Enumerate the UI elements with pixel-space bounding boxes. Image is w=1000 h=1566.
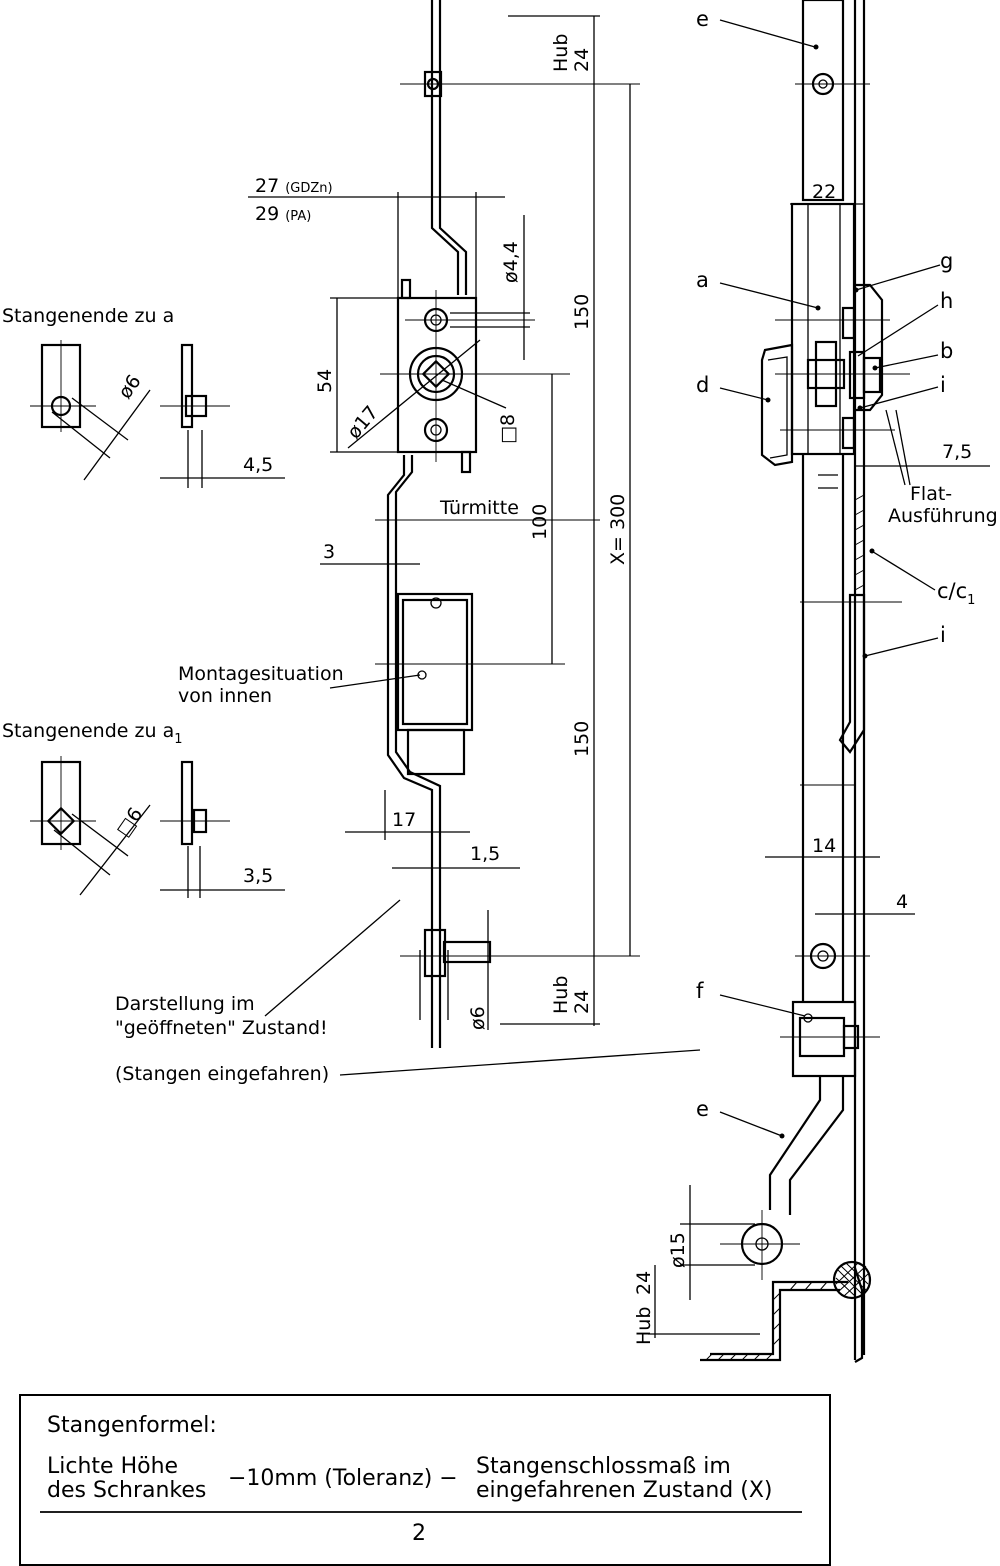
- formula-denominator: 2: [412, 1521, 426, 1546]
- mounting-box: [396, 592, 474, 732]
- svg-text:Hub: Hub: [633, 1307, 655, 1345]
- svg-text:ø4,4: ø4,4: [500, 241, 522, 283]
- svg-text:100: 100: [529, 504, 551, 540]
- formula-term1-line1: Lichte Höhe: [47, 1454, 178, 1479]
- mounting-label-2: von innen: [178, 685, 272, 707]
- rod-end-a-label: Stangenende zu a: [2, 305, 174, 327]
- formula-title: Stangenformel:: [47, 1413, 217, 1438]
- lock-body: [396, 296, 478, 454]
- formula-term1-line2: des Schrankes: [47, 1478, 206, 1503]
- svg-text:ø15: ø15: [667, 1232, 689, 1268]
- svg-text:24: 24: [571, 990, 593, 1014]
- wall-hatch: [854, 494, 865, 591]
- dim-3-5: 3,5: [243, 865, 273, 887]
- svg-text:h: h: [940, 289, 953, 313]
- svg-text:ø6: ø6: [467, 1006, 489, 1030]
- svg-text:24: 24: [633, 1271, 655, 1295]
- flat-label-1: Flat-: [910, 483, 952, 505]
- mounting-label-1: Montagesituation: [178, 663, 344, 685]
- handle: [760, 343, 794, 467]
- svg-text:54: 54: [314, 369, 336, 393]
- lock-housing-side: [790, 202, 856, 456]
- flat-label-2: Ausführung: [888, 505, 998, 527]
- label-c-c1: c/c1: [937, 579, 975, 608]
- seal-profile: [832, 1260, 872, 1300]
- svg-text:Hub: Hub: [550, 34, 572, 72]
- svg-text:e: e: [696, 1097, 709, 1121]
- dim-4-5: 4,5: [243, 454, 273, 476]
- detail-rod-end-a: Stangenende zu a ø6 4,5: [2, 305, 285, 488]
- svg-text:150: 150: [571, 721, 593, 757]
- formula-term2-line2: eingefahrenen Zustand (X): [476, 1478, 773, 1503]
- dim-d6-a: ø6: [114, 371, 146, 403]
- formula-frame: [19, 1394, 831, 1566]
- svg-text:4: 4: [896, 891, 908, 913]
- rod-end-a1-square: [46, 806, 76, 836]
- svg-text:b: b: [940, 339, 953, 363]
- svg-text:f: f: [696, 979, 704, 1003]
- svg-text:14: 14: [812, 835, 836, 857]
- svg-text:e: e: [696, 7, 709, 31]
- right-section-view: e 22 a g h b d i: [633, 0, 998, 1363]
- svg-text:g: g: [940, 249, 953, 273]
- rods-retracted-label: (Stangen eingefahren): [115, 1063, 329, 1085]
- shown-open-label-2: "geöffneten" Zustand!: [115, 1017, 328, 1039]
- svg-text:a: a: [696, 268, 709, 292]
- svg-text:i: i: [940, 373, 946, 397]
- svg-text:1,5: 1,5: [470, 843, 500, 865]
- svg-text:7,5: 7,5: [942, 441, 972, 463]
- center-lock-view: Hub 24 27 (GDZn) 29 (PA) ø4,4 54 ø17: [115, 0, 701, 1085]
- dim-sq6: □6: [112, 804, 147, 841]
- svg-text:d: d: [696, 373, 709, 397]
- svg-text:□8: □8: [497, 414, 519, 444]
- svg-text:ø17: ø17: [343, 402, 383, 444]
- dim-27: 27 (GDZn): [255, 175, 333, 197]
- svg-text:i: i: [940, 623, 946, 647]
- svg-text:22: 22: [812, 181, 836, 203]
- svg-text:24: 24: [571, 48, 593, 72]
- svg-text:150: 150: [571, 294, 593, 330]
- shown-open-label-1: Darstellung im: [115, 993, 255, 1015]
- rod-formula-box: Stangenformel: Lichte Höhe des Schrankes…: [19, 1394, 831, 1566]
- svg-text:17: 17: [392, 809, 416, 831]
- detail-rod-end-a1: Stangenende zu a1 □6 3,5: [2, 720, 285, 898]
- door-center-label: Türmitte: [439, 497, 519, 519]
- rod-end-a1-label: Stangenende zu a1: [2, 720, 183, 747]
- formula-term2-line1: Stangenschlossmaß im: [476, 1454, 731, 1479]
- svg-text:X= 300: X= 300: [607, 494, 629, 565]
- svg-text:Hub: Hub: [550, 976, 572, 1014]
- formula-minus-tolerance: −10mm (Toleranz) −: [228, 1466, 458, 1491]
- dim-29: 29 (PA): [255, 203, 311, 225]
- svg-text:3: 3: [323, 541, 335, 563]
